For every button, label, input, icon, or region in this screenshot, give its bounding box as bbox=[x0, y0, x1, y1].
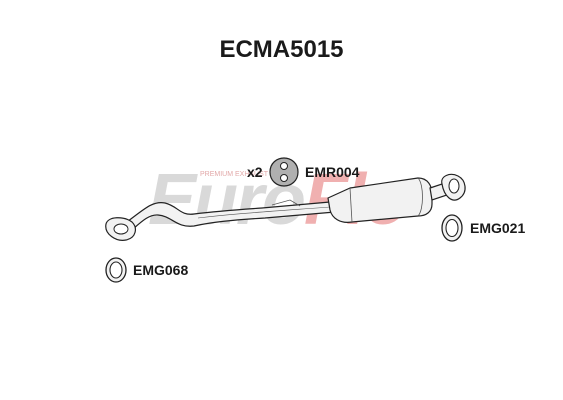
gasket-left-code: EMG068 bbox=[133, 262, 189, 278]
rubber-mount-icon bbox=[269, 157, 299, 187]
part-number-title: ECMA5015 bbox=[219, 36, 344, 63]
rubber-mount-quantity: x2 bbox=[247, 164, 263, 180]
gasket-icon-right bbox=[441, 214, 463, 242]
watermark-tagline: PREMIUM EXHAUST PARTS bbox=[200, 171, 293, 178]
gasket-right-code: EMG021 bbox=[470, 220, 526, 236]
silencer-box bbox=[327, 177, 433, 223]
gasket-icon-left bbox=[105, 257, 127, 283]
rubber-mount-code: EMR004 bbox=[305, 164, 360, 180]
exhaust-pipe bbox=[117, 201, 336, 239]
